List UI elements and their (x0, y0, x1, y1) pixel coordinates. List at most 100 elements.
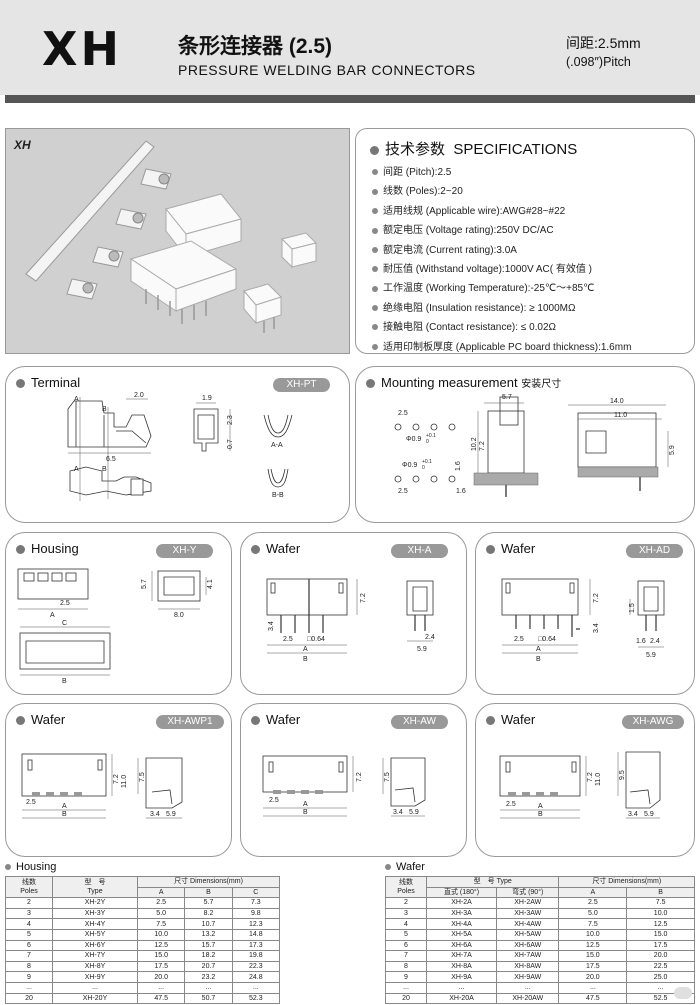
specifications-title: 技术参数 SPECIFICATIONS (370, 138, 577, 159)
table-cell: 17.5 (558, 960, 628, 973)
mounting-title: Mounting measurement 安装尺寸 (366, 375, 561, 390)
header-type-cn: 型 号 (84, 879, 106, 887)
mounting-panel: Mounting measurement 安装尺寸 2.5 Φ0.9 +0.1 … (355, 366, 695, 523)
table-cell: 4 (385, 918, 427, 930)
table-header-row: 直式 (180°) 弯式 (90°) A B (386, 886, 695, 899)
wafer-aw-drawing: 7.2 2.5 A B 7.5 3.4 5.9 (262, 755, 426, 817)
bullet-icon (385, 864, 391, 871)
table-cell: 7.3 (231, 897, 281, 909)
table-cell: 7 (5, 950, 53, 962)
table-cell: 15.0 (558, 950, 628, 962)
wafer-ad-dim-side-a: 1.6 (636, 638, 646, 645)
table-cell: 17.3 (231, 939, 281, 952)
wafer-table-title-text: Wafer (396, 861, 425, 873)
terminal-panel: Terminal XH-PT 2.0 1.9 2.3 0.7 6.5 A B A (5, 366, 350, 523)
bullet-icon (372, 266, 378, 273)
table-cell: 5.0 (136, 907, 186, 920)
table-cell: XH-9A (425, 971, 498, 983)
table-cell: 7.5 (626, 897, 695, 909)
table-header-cell: A (136, 886, 186, 899)
table-cell: 22.3 (231, 960, 281, 973)
spec-item-text: 接触电阻 (Contact resistance): ≤ 0.02Ω (383, 322, 557, 334)
wafer-a-dim-height: 7.2 (360, 593, 367, 603)
header: XH 条形连接器 (2.5) PRESSURE WELDING BAR CONN… (0, 0, 700, 95)
housing-dim-height: 5.7 (141, 579, 148, 589)
pitch-cn: 间距:2.5mm (566, 35, 641, 51)
table-cell: XH-6Y (52, 939, 138, 952)
wafer-a-dim-pin: 3.4 (268, 621, 275, 631)
mounting-title-text: Mounting measurement (381, 375, 518, 390)
wafer-ad-title-text: Wafer (501, 541, 536, 556)
brand-logo: XH (42, 22, 122, 76)
wafer-awg-drawing: 7.2 11.0 2.5 A B 9.5 3.4 5.9 (499, 751, 661, 819)
mounting-dim-hole-bottom: Φ0.9 (402, 462, 417, 469)
table-cell: 15.0 (626, 928, 695, 941)
wafer-a-dim-pitch: 2.5 (283, 636, 293, 643)
table-cell: 20 (5, 992, 53, 1005)
table-cell: 17.5 (626, 939, 695, 952)
table-header-cell: 直式 (180°) (425, 886, 498, 899)
table-cell: XH-7Y (52, 950, 138, 962)
housing-drawing: 5.7 4.1 8.0 2.5 A C B (17, 568, 214, 685)
table-cell: 15.7 (184, 939, 233, 952)
header-poles-cn: 线数 (22, 879, 36, 887)
header-poles-en: Poles (397, 888, 415, 896)
table-cell: 7.5 (558, 918, 628, 930)
housing-panel: Housing XH-Y 5.7 4.1 8.0 2.5 A C B (5, 532, 232, 695)
table-cell: 20.0 (626, 950, 695, 962)
terminal-dim-pin: 0.7 (227, 439, 234, 449)
mounting-dim-total-height: 10.2 (471, 437, 478, 451)
wafer-a-dim-pin-size: □0.64 (307, 636, 325, 643)
table-cell: XH-9AW (496, 971, 560, 983)
table-cell: XH-2AW (496, 897, 560, 909)
spec-item: 适用印制板厚度 (Applicable PC board thickness):… (372, 338, 692, 357)
spec-item: 耐压值 (Withstand voltage):1000V AC( 有效值 ) (372, 260, 692, 279)
table-cell: XH-4A (425, 918, 498, 930)
table-cell: 19.8 (231, 950, 281, 962)
table-cell: XH-8Y (52, 960, 138, 973)
pitch-en: (.098″)Pitch (566, 55, 631, 69)
wafer-aw-title-text: Wafer (266, 712, 301, 727)
wafer-a-dim-b: B (303, 656, 308, 663)
mounting-dim-body-height: 7.2 (479, 441, 486, 451)
table-cell: XH-2Y (52, 897, 138, 909)
table-cell: XH-3A (425, 907, 498, 920)
table-row: ............... (385, 981, 695, 994)
wafer-awg-dim-b: B (538, 811, 543, 818)
table-cell: XH-5AW (496, 928, 560, 941)
wafer-awp1-dim-foot: 3.4 (150, 811, 160, 818)
mounting-dim-side-inner: 11.0 (614, 412, 627, 419)
wafer-awp1-panel: Wafer XH-AWP1 7.2 11.0 2.5 A B 7.5 3.4 5… (5, 703, 232, 857)
table-header-cell: 尺寸 Dimensions(mm) (137, 876, 280, 888)
table-row: ............... (5, 981, 281, 994)
bullet-icon (372, 324, 378, 331)
wafer-aw-panel: Wafer XH-AW 7.2 2.5 A B 7.5 3.4 5.9 (240, 703, 467, 857)
table-cell: 6 (385, 939, 427, 952)
table-cell: 8 (5, 960, 53, 973)
bullet-icon (16, 379, 25, 389)
table-cell: XH-20A (425, 992, 498, 1005)
table-header-cell: B (626, 886, 695, 899)
wafer-awp1-dim-a: A (62, 803, 67, 810)
wafer-awg-dim-depth: 5.9 (644, 811, 654, 818)
wafer-ad-dim-b: B (536, 656, 541, 663)
wafer-a-panel: Wafer XH-A 7.2 3.4 2.5 □0.64 A B 2.4 5.9 (240, 532, 467, 695)
table-cell: XH-4AW (496, 918, 560, 930)
terminal-section-bb: B-B (272, 492, 284, 499)
mounting-dim-offset-b: 1.6 (456, 488, 466, 495)
wafer-awp1-dim-total: 11.0 (121, 775, 128, 788)
bullet-icon (16, 545, 25, 555)
mounting-dim-side-length: 14.0 (610, 398, 624, 405)
terminal-title: Terminal (16, 375, 80, 390)
terminal-drawing: 2.0 1.9 2.3 0.7 6.5 A B A B A-A B-B (67, 392, 293, 501)
bullet-icon (486, 545, 495, 555)
wafer-ad-dim-depth: 5.9 (646, 652, 656, 659)
